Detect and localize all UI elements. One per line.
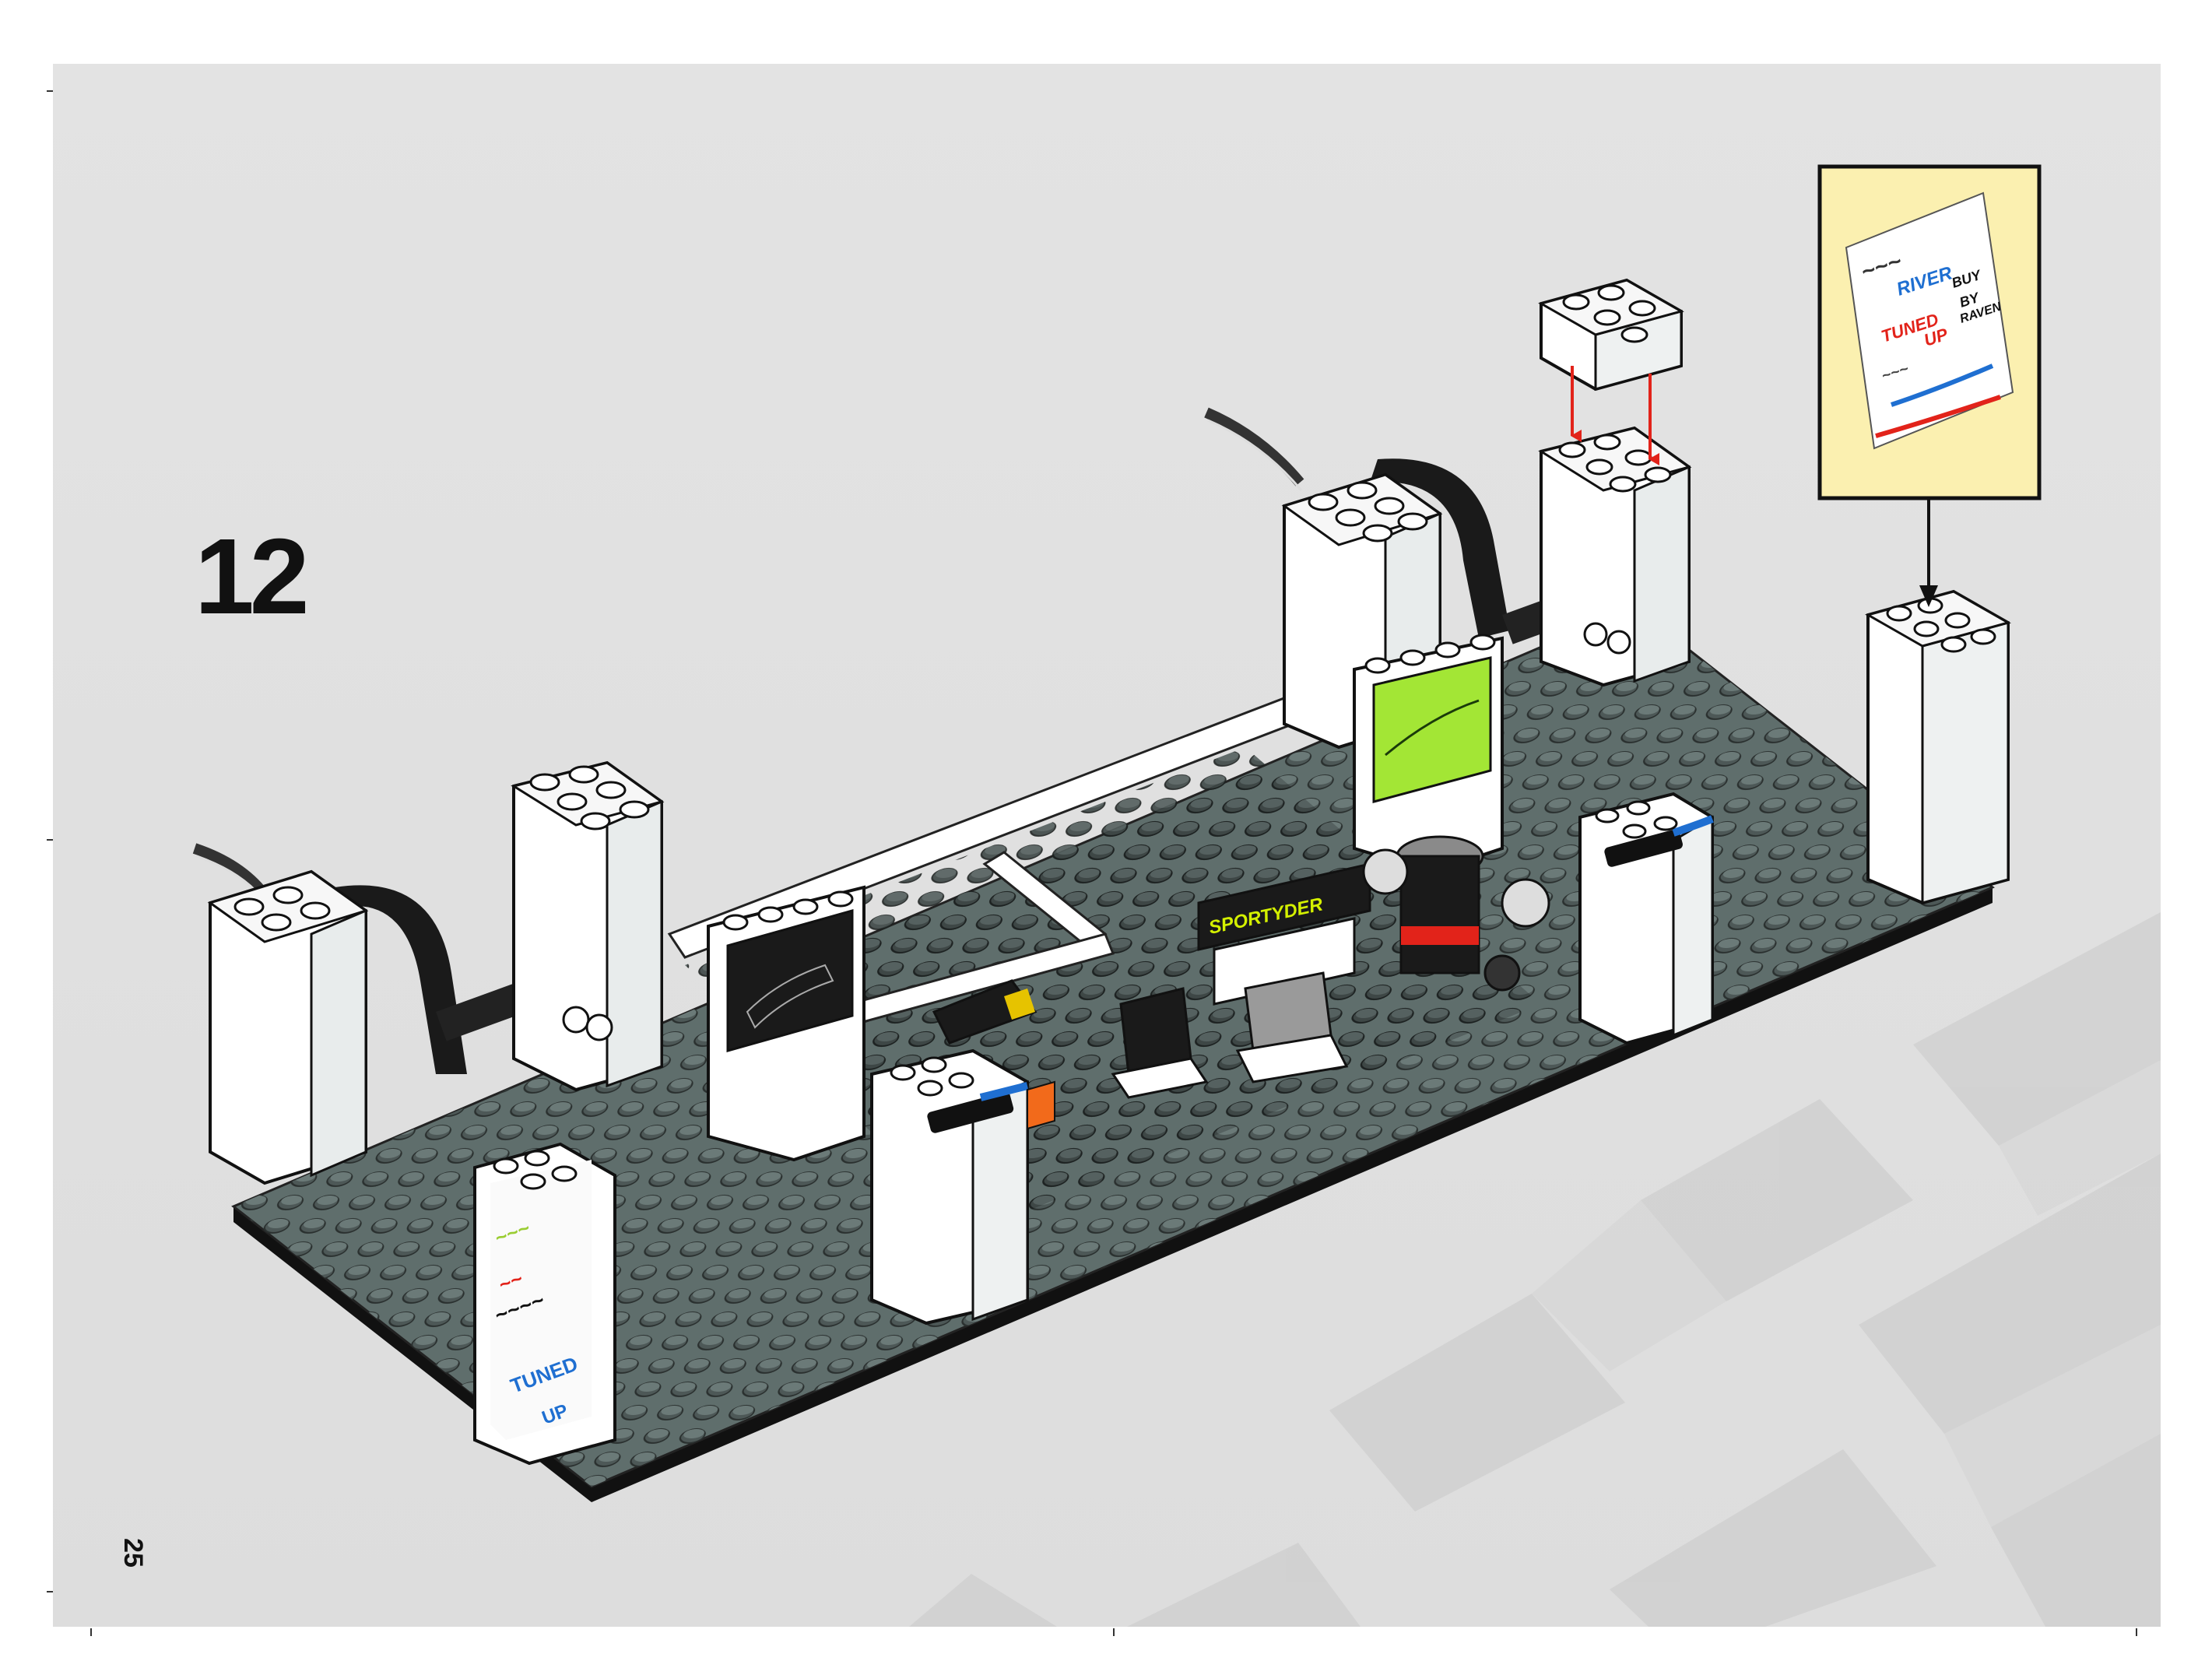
right-pillar [1865, 589, 2011, 905]
crop-mark-bottom-right [2136, 1628, 2137, 1636]
tuned-up-sign: ~~~ ~~ ~~~~ TUNED UP [473, 1142, 616, 1466]
step-number: 12 [195, 517, 309, 637]
green-poster-panel [1353, 634, 1504, 874]
black-arrow-down-icon [1919, 498, 1938, 607]
crop-mark-left-top [47, 90, 54, 92]
compressor [1235, 971, 1349, 1083]
red-arrow-down-icon [1571, 366, 1659, 465]
sticker-callout: ~~~ RIVER BUY BY RAVEN TUNED UP ~~~ [1817, 164, 2042, 500]
wrench-stand [1111, 987, 1209, 1099]
crop-mark-bottom-left [90, 1628, 92, 1636]
page-number: 25 [118, 1538, 148, 1568]
tool-trolley [932, 979, 1038, 1045]
front-center-pillar [870, 1048, 1055, 1326]
right-front-pillar [1578, 792, 1714, 1045]
back-garage-door-assembly [1204, 407, 1692, 750]
checkered-flag-background [909, 912, 2161, 1627]
tire-machine [1362, 835, 1550, 992]
crop-mark-left-bottom [47, 1591, 54, 1592]
black-poster-panel [707, 885, 865, 1162]
crop-mark-left-mid [47, 839, 54, 841]
left-garage-door-assembly [192, 760, 665, 1185]
falling-brick [1538, 278, 1684, 392]
crop-mark-bottom-mid [1113, 1628, 1115, 1636]
sportyder-sign: SPORTYDER [1197, 862, 1371, 1006]
